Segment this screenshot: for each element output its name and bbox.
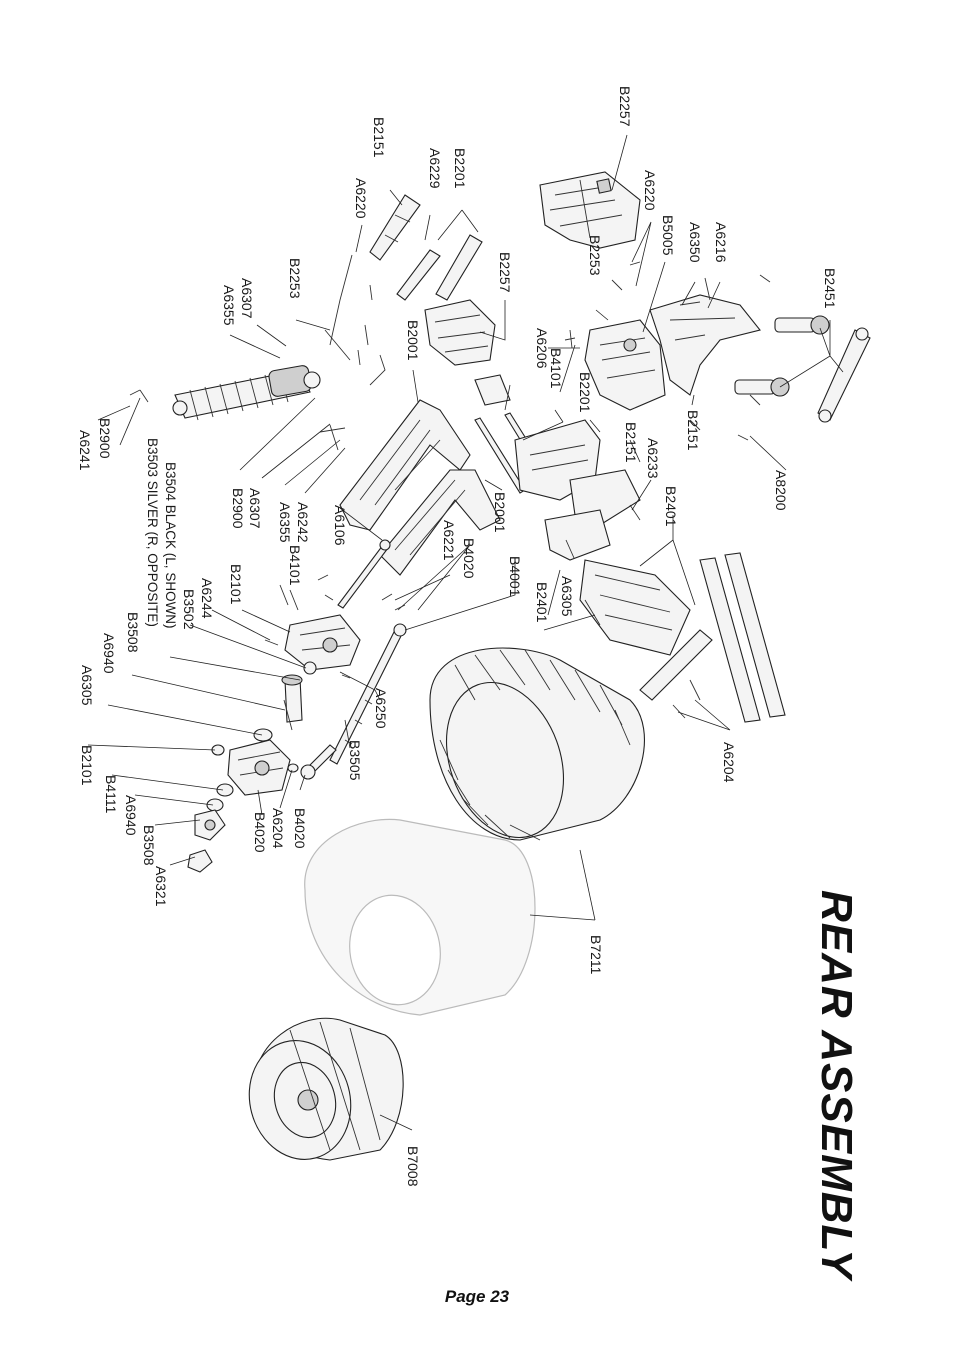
- hub-carrier-lower-part: [227, 728, 291, 796]
- hub-carrier-part: [284, 614, 361, 671]
- pins-left-part: [324, 254, 386, 386]
- foam-insert-part: [304, 818, 536, 1016]
- shock-tower-part: [539, 171, 641, 249]
- callout-A6216: A6216: [713, 222, 729, 263]
- callout-B2201-mid: B2201: [577, 372, 593, 413]
- callout-A6242: A6242: [295, 502, 311, 543]
- callout-A6355-top: A6355: [221, 285, 237, 326]
- callout-B2257-mid: B2257: [497, 252, 513, 293]
- callout-B4101-mid: B4101: [287, 545, 303, 586]
- callout-A6233: A6233: [645, 438, 661, 479]
- callout-B7008: B7008: [405, 1146, 421, 1187]
- callout-A6940-bottom: A6940: [123, 795, 139, 836]
- callout-A6250: A6250: [373, 688, 389, 729]
- callout-A6229: A6229: [427, 148, 443, 189]
- mid-tower-part: [424, 299, 511, 406]
- callout-B2253-left: B2253: [287, 258, 303, 299]
- callout-B4101-top: B4101: [548, 348, 564, 389]
- callout-B2401-right: B2401: [663, 486, 679, 527]
- callout-A6307-mid: A6307: [247, 488, 263, 529]
- callout-B4020-bottom: B4020: [252, 812, 268, 853]
- callout-B2401-mid: B2401: [534, 582, 550, 623]
- page-title: REAR ASSEMBLY: [812, 890, 861, 1282]
- callout-B2201-top: B2201: [452, 148, 468, 189]
- turnbuckle-part: [337, 539, 391, 609]
- callout-B5005: B5005: [660, 215, 676, 256]
- callout-B2001-mid: B2001: [492, 492, 508, 533]
- callout-B7211: B7211: [588, 935, 604, 975]
- callout-B3508-bottom: B3508: [141, 825, 157, 866]
- callout-labels: B2257 B2151 A6229 B2201 A6220 A6220 B500…: [77, 86, 838, 1187]
- callout-B2101-bottom: B2101: [79, 745, 95, 786]
- callout-B2151-top: B2151: [371, 117, 387, 158]
- brace-part: [649, 294, 761, 396]
- callout-B3508-top: B3508: [125, 612, 141, 653]
- callout-A6355-mid: A6355: [277, 502, 293, 543]
- callout-B2001-top: B2001: [405, 320, 421, 361]
- callout-B2900-mid: B2900: [230, 488, 246, 529]
- callout-B3505: B3505: [347, 740, 363, 781]
- pins-b2451-part: [734, 315, 871, 423]
- callout-A6220-right: A6220: [642, 170, 658, 211]
- callout-B2451: B2451: [822, 268, 838, 309]
- lower-arm-part: [339, 399, 501, 576]
- callout-B3503: B3503 SILVER (R, OPPOSITE): [145, 438, 160, 627]
- callout-B2257-top: B2257: [617, 86, 633, 127]
- callout-A6204-right: A6204: [721, 742, 737, 783]
- camber-link-part: [369, 194, 421, 261]
- screws-part: [129, 261, 771, 731]
- callout-A6305-left: A6305: [79, 665, 95, 706]
- callout-A6940-top: A6940: [101, 633, 117, 674]
- callout-A8200: A8200: [773, 470, 789, 511]
- leader-lines: [87, 134, 844, 1131]
- drive-shaft-part: [329, 623, 407, 765]
- callout-B4020-mid: B4020: [292, 808, 308, 849]
- shock-absorber-part: [172, 365, 321, 421]
- callout-A6350: A6350: [687, 222, 703, 263]
- callout-A6241: A6241: [77, 430, 93, 471]
- callout-B4001: B4001: [507, 556, 523, 597]
- callout-B3502: B3502: [181, 589, 197, 630]
- callout-A6206: A6206: [534, 328, 550, 369]
- callout-B2253-right: B2253: [587, 235, 603, 276]
- tire-part: [429, 647, 645, 841]
- callout-B2101-top: B2101: [228, 564, 244, 605]
- page-number: Page 23: [444, 1287, 510, 1306]
- callout-B3504: B3504 BLACK (L, SHOWN): [163, 462, 178, 629]
- callout-A6307-top: A6307: [239, 278, 255, 319]
- callout-B4111: B4111: [103, 775, 119, 814]
- callout-A6106: A6106: [332, 505, 348, 546]
- callout-B2151-right: B2151: [685, 410, 701, 451]
- callout-A6221: A6221: [441, 520, 457, 561]
- callout-B2900-top: B2900: [97, 418, 113, 459]
- callout-A6305-mid: A6305: [559, 576, 575, 617]
- callout-A6204-bottom: A6204: [270, 808, 286, 849]
- callout-A6244: A6244: [199, 578, 215, 619]
- rear-bulkhead-part: [514, 419, 641, 561]
- bulkhead-part: [584, 319, 666, 411]
- callout-B4020-top: B4020: [461, 538, 477, 579]
- callout-B2151-mid: B2151: [623, 422, 639, 463]
- callout-A6220-left: A6220: [353, 178, 369, 219]
- bumper-part: [579, 552, 786, 723]
- wheel-part: [248, 1017, 404, 1161]
- callout-A6321: A6321: [153, 866, 169, 907]
- rod-end-part: [300, 744, 337, 780]
- link-b2201-part: [396, 234, 483, 301]
